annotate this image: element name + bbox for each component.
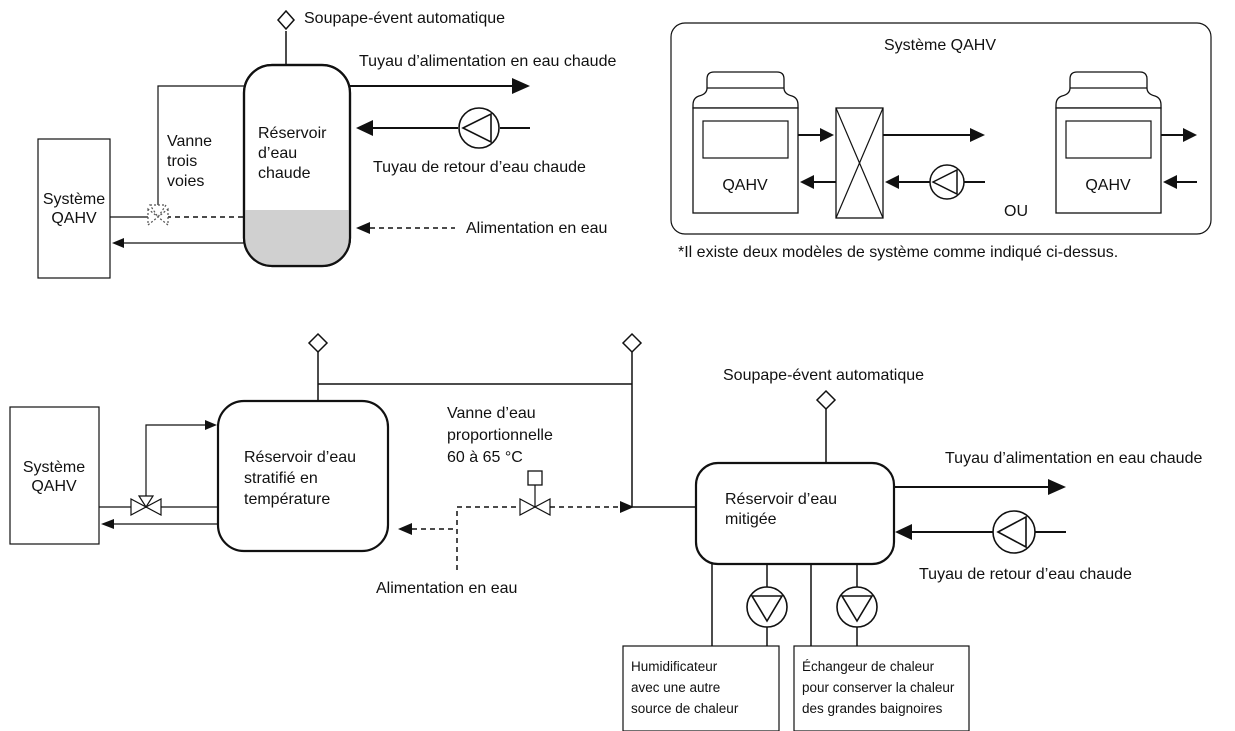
top-qahv-system-box [37, 138, 111, 279]
panel-right-arrow-out [1183, 128, 1197, 142]
stratified-tank-label-3: température [244, 491, 330, 508]
panel-unit-right-label: QAHV [1085, 177, 1131, 194]
panel-or-label: OU [1004, 203, 1028, 220]
panel-arrow-to-exchanger [820, 128, 834, 142]
stratified-tank [216, 399, 390, 553]
bottom-return-pump-icon [992, 510, 1036, 554]
top-air-vent-label: Soupape-évent automatique [304, 10, 505, 27]
bottom-air-vent-left-icon [307, 332, 329, 354]
top-supply-arrow [512, 78, 530, 94]
bottom-qahv-label-1: Système [23, 459, 85, 476]
top-valve-label-3: voies [167, 173, 204, 190]
humidifier-label-3: source de chaleur [631, 701, 739, 716]
top-tank-label-2: d’eau [258, 145, 297, 162]
top-valve-label-2: trois [167, 153, 197, 170]
exchanger-pump-icon [836, 586, 878, 628]
top-air-vent-icon [276, 9, 296, 31]
stratified-tank-label-2: stratifié en [244, 470, 318, 487]
panel-right-arrow-in [1163, 175, 1177, 189]
top-return-to-qahv-arrow [112, 238, 124, 248]
bottom-valve-outlet-arrow [620, 501, 634, 513]
proportional-valve-actuator [527, 470, 543, 486]
top-qahv-system-label-1: Système [43, 191, 105, 208]
top-return-pump-icon [458, 107, 500, 149]
panel-qahv-unit-left [692, 71, 799, 214]
bottom-water-supply-arrow [398, 523, 412, 535]
panel-title: Système QAHV [884, 37, 996, 54]
top-water-supply-arrow [356, 222, 370, 234]
bottom-qahv-system-box [9, 406, 100, 545]
panel-note: *Il existe deux modèles de système comme… [678, 244, 1118, 261]
bottom-air-vent-mid-icon [621, 332, 643, 354]
mixed-tank-label-2: mitigée [725, 511, 777, 528]
bottom-return-label: Tuyau de retour d’eau chaude [919, 566, 1132, 583]
bottom-return-arrow-right [895, 524, 912, 540]
bottom-qahv-label-2: QAHV [31, 478, 77, 495]
stratified-tank-label-1: Réservoir d’eau [244, 449, 356, 466]
bottom-air-vent-right-icon [815, 389, 837, 411]
top-return-label: Tuyau de retour d’eau chaude [373, 159, 586, 176]
bottom-valve-label-1: Vanne d’eau [447, 405, 536, 422]
top-tank-water-level [245, 210, 349, 265]
bottom-supply-arrow [1048, 479, 1066, 495]
humidifier-pump-icon [746, 586, 788, 628]
exchanger-label-2: pour conserver la chaleur [802, 680, 955, 695]
bottom-three-way-valve-icon [130, 495, 162, 516]
humidifier-box [622, 645, 780, 731]
bottom-bypass-pipe [145, 424, 206, 498]
top-supply-label: Tuyau d’alimentation en eau chaude [359, 53, 616, 70]
bottom-air-vent-label: Soupape-évent automatique [723, 367, 924, 384]
three-way-valve-icon [147, 204, 169, 227]
top-tank-label-3: chaude [258, 165, 311, 182]
panel-pump-icon [929, 164, 965, 200]
humidifier-label-1: Humidificateur [631, 659, 718, 674]
proportional-valve-icon [519, 498, 551, 516]
bottom-supply-label: Tuyau d’alimentation en eau chaude [945, 450, 1202, 467]
bottom-return-arrow [101, 519, 114, 529]
top-valve-label-1: Vanne [167, 133, 212, 150]
panel-qahv-unit-right [1055, 71, 1162, 214]
exchanger-label-3: des grandes baignoires [802, 701, 943, 716]
mixed-tank [694, 461, 896, 566]
top-bypass-pipe [157, 85, 244, 208]
bottom-water-supply-dashed [456, 506, 520, 570]
bottom-valve-label-2: proportionnelle [447, 427, 553, 444]
humidifier-label-2: avec une autre [631, 680, 720, 695]
exchanger-label-1: Échangeur de chaleur [802, 659, 935, 674]
top-tank-label-1: Réservoir [258, 125, 327, 142]
bottom-water-supply-label: Alimentation en eau [376, 580, 517, 597]
panel-unit-left-label: QAHV [722, 177, 768, 194]
bottom-valve-label-3: 60 à 65 °C [447, 449, 523, 466]
bottom-bypass-arrow [205, 420, 217, 430]
top-qahv-system-label-2: QAHV [51, 210, 97, 227]
mixed-tank-label-1: Réservoir d’eau [725, 491, 837, 508]
panel-heat-exchanger-icon [835, 107, 884, 219]
top-return-arrow [356, 120, 373, 136]
panel-arrow-in [885, 175, 899, 189]
panel-arrow-out [970, 128, 985, 142]
heat-exchanger-box [793, 645, 970, 731]
top-water-supply-label: Alimentation en eau [466, 220, 607, 237]
